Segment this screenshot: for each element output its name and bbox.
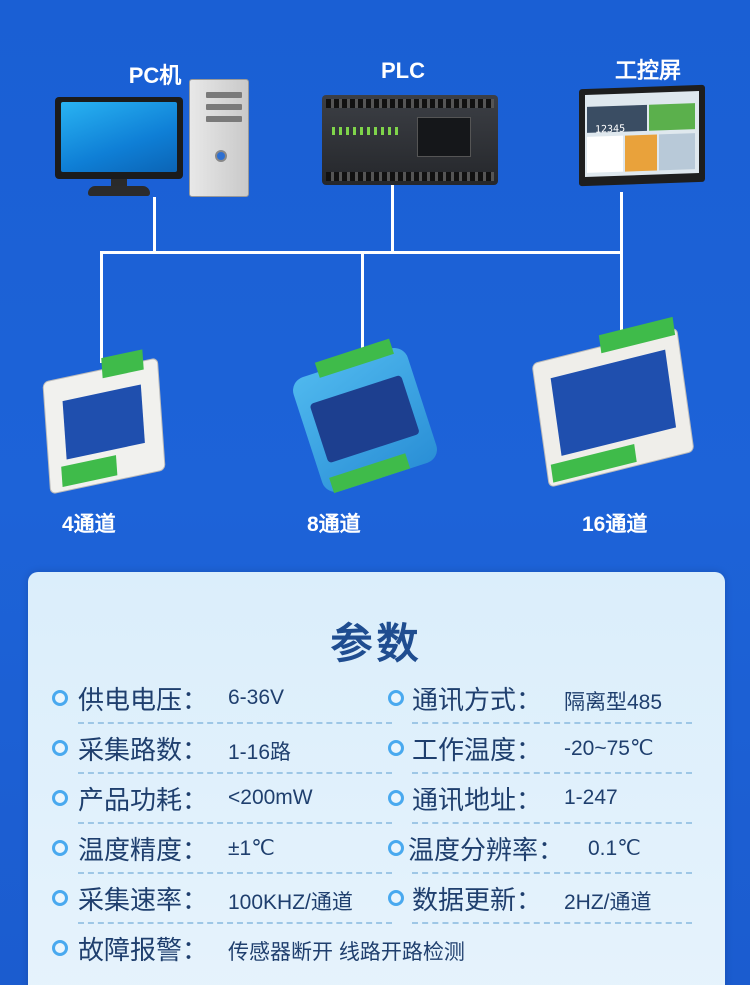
pc-tower-icon xyxy=(189,79,249,197)
param-row: 故障报警： 传感器断开 线路开路检测 xyxy=(52,930,552,970)
param-value: 1-247 xyxy=(564,786,618,809)
param-row: 数据更新： 2HZ/通道 xyxy=(388,880,708,924)
param-row: 通讯方式： 隔离型485 xyxy=(388,680,708,724)
param-value: 2HZ/通道 xyxy=(564,891,652,914)
params-title: 参数 xyxy=(330,619,423,668)
hmi-screen-image: 12345 xyxy=(579,84,705,187)
param-value: 6-36V xyxy=(228,686,285,709)
param-key: 工作温度： xyxy=(412,736,543,766)
param-row: 采集路数： 1-16路 xyxy=(52,730,392,774)
param-value: 1-16路 xyxy=(228,741,292,764)
bullet-icon xyxy=(388,740,404,756)
param-key: 产品功耗： xyxy=(78,786,209,816)
params-panel: 参数 供电电压： 6-36V 采集路数： 1-16路 产品功耗： <200mW … xyxy=(28,572,725,985)
module-4ch-label: 4通道 xyxy=(62,513,116,536)
bullet-icon xyxy=(388,790,404,806)
hmi-label: 工控屏 xyxy=(614,58,681,83)
param-row: 温度分辨率： 0.1℃ xyxy=(388,830,708,874)
param-row: 供电电压： 6-36V xyxy=(52,680,392,724)
param-key: 数据更新： xyxy=(412,886,543,916)
pc-label: PC机 xyxy=(128,63,182,88)
param-value: 0.1℃ xyxy=(588,837,641,860)
param-row: 采集速率： 100KHZ/通道 xyxy=(52,880,392,924)
bullet-icon xyxy=(388,890,404,906)
connector-line xyxy=(153,197,156,252)
module-4ch-image xyxy=(42,349,166,495)
param-value: 100KHZ/通道 xyxy=(228,891,353,914)
param-key: 通讯地址： xyxy=(412,786,543,816)
module-8ch-label: 8通道 xyxy=(307,513,361,536)
connector-line xyxy=(391,185,394,252)
param-row: 产品功耗： <200mW xyxy=(52,780,392,824)
plc-device-image xyxy=(322,95,498,185)
param-key: 供电电压： xyxy=(78,686,209,716)
bullet-icon xyxy=(52,940,68,956)
param-key: 通讯方式： xyxy=(412,686,543,716)
bullet-icon xyxy=(52,740,68,756)
param-value: 传感器断开 线路开路检测 xyxy=(228,941,465,964)
param-value: -20~75℃ xyxy=(564,737,654,760)
param-key: 温度分辨率： xyxy=(408,836,565,866)
bullet-icon xyxy=(52,690,68,706)
bullet-icon xyxy=(52,790,68,806)
param-value: 隔离型485 xyxy=(564,691,663,714)
param-value: ±1℃ xyxy=(228,837,275,860)
module-8ch-image xyxy=(289,338,441,496)
param-row: 温度精度： ±1℃ xyxy=(52,830,392,874)
param-key: 采集路数： xyxy=(78,736,209,766)
param-key: 采集速率： xyxy=(78,886,209,916)
bullet-icon xyxy=(388,690,404,706)
param-key: 温度精度： xyxy=(78,836,209,866)
param-key: 故障报警： xyxy=(78,936,209,966)
hmi-number: 12345 xyxy=(595,123,626,136)
module-16ch-label: 16通道 xyxy=(582,513,648,536)
connector-line xyxy=(620,192,623,337)
monitor-icon xyxy=(55,97,183,179)
bullet-icon xyxy=(52,890,68,906)
bullet-icon xyxy=(52,840,68,856)
bullet-icon xyxy=(388,840,404,856)
connector-line xyxy=(361,251,364,348)
param-row: 通讯地址： 1-247 xyxy=(388,780,708,824)
connector-line xyxy=(100,251,103,363)
plc-label: PLC xyxy=(381,58,425,83)
param-value: <200mW xyxy=(228,786,313,809)
module-16ch-image xyxy=(531,316,695,488)
param-row: 工作温度： -20~75℃ xyxy=(388,730,708,774)
